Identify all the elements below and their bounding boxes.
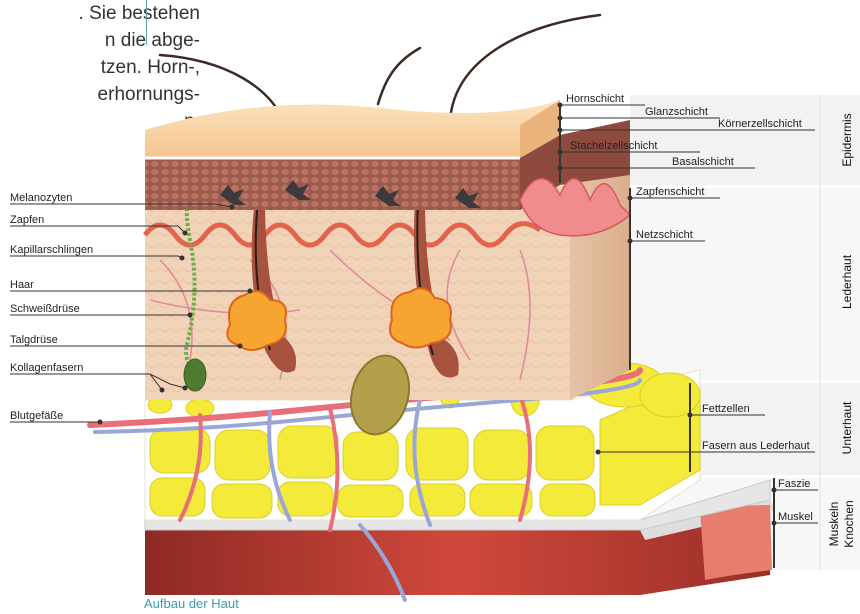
label-fettzellen: Fettzellen <box>702 403 750 415</box>
label-netzschicht: Netzschicht <box>636 229 693 241</box>
label-glanzschicht: Glanzschicht <box>645 106 708 118</box>
label-haar: Haar <box>10 279 34 291</box>
category-epidermis: Epidermis <box>840 113 854 166</box>
label-faszie: Faszie <box>778 478 810 490</box>
label-fasern-aus-lederhaut: Fasern aus Lederhaut <box>702 440 810 452</box>
label-hornschicht: Hornschicht <box>566 93 624 105</box>
label-zapfen: Zapfen <box>10 214 44 226</box>
category-unterhaut: Unterhaut <box>840 401 854 454</box>
label-basalschicht: Basalschicht <box>672 156 734 168</box>
label-schweissdruese: Schweißdrüse <box>10 303 80 315</box>
label-talgdruese: Talgdrüse <box>10 334 58 346</box>
label-stachelzellschicht: Stachelzellschicht <box>570 140 657 152</box>
category-knochen: Knochen <box>842 500 856 547</box>
label-muskel: Muskel <box>778 511 813 523</box>
category-lederhaut: Lederhaut <box>840 254 854 309</box>
label-koernerzellschicht: Körnerzellschicht <box>718 118 802 130</box>
lederhaut-panel <box>630 188 860 380</box>
label-blutgefaesse: Blutgefäße <box>10 410 63 422</box>
label-melanozyten: Melanozyten <box>10 192 72 204</box>
label-kapillarschlingen: Kapillarschlingen <box>10 244 93 256</box>
label-kollagenfasern: Kollagenfasern <box>10 362 83 374</box>
label-zapfenschicht: Zapfenschicht <box>636 186 704 198</box>
category-muskeln: Muskeln <box>827 502 841 547</box>
figure-caption: Aufbau der Haut <box>144 596 239 611</box>
surface-hairs <box>160 15 600 120</box>
